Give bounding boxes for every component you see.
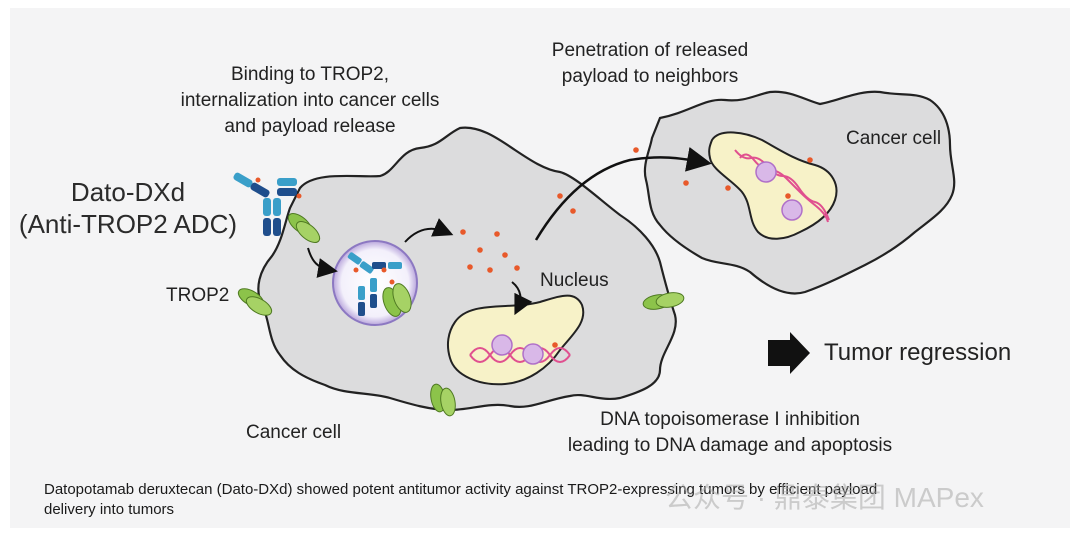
- topoisomerase-left: [491, 334, 544, 365]
- drug-name-label: Dato-DXd (Anti-TROP2 ADC): [8, 176, 248, 240]
- dna-strand-left: [469, 347, 571, 363]
- drug-name-line-2: (Anti-TROP2 ADC): [18, 209, 238, 239]
- bystander-arrow: [534, 147, 712, 241]
- dna-inhibition-line-1: DNA topoisomerase I inhibition: [600, 409, 860, 430]
- binding-line-1: Binding to TROP2,: [230, 64, 390, 85]
- trop2-receptor: [287, 213, 321, 243]
- tumor-regression-arrow: [768, 332, 810, 374]
- topoisomerase-right: [755, 161, 803, 221]
- trop2-receptor: [642, 292, 685, 310]
- penetration-line-1: Penetration of released: [551, 40, 749, 61]
- dna-inhibition-line-2: leading to DNA damage and apoptosis: [567, 435, 893, 456]
- internalized-adc: [347, 252, 412, 317]
- caption-line-2: delivery into tumors: [44, 501, 175, 518]
- binding-label: Binding to TROP2, internalization into c…: [120, 62, 500, 140]
- binding-line-2: internalization into cancer cells: [180, 90, 440, 111]
- payload-dots: [460, 147, 813, 348]
- penetration-line-2: payload to neighbors: [561, 66, 739, 87]
- nucleus-label: Nucleus: [540, 270, 609, 291]
- caption-line-1: Datopotamab deruxtecan (Dato-DXd) showed…: [44, 481, 878, 498]
- penetration-label: Penetration of released payload to neigh…: [500, 38, 800, 90]
- dna-strand-right: [734, 149, 830, 223]
- trop2-label: TROP2: [166, 285, 230, 306]
- watermark: 公众号 · 鼎泰集团 MAPex: [665, 482, 984, 513]
- cancer-cell-left-label: Cancer cell: [246, 422, 342, 443]
- nucleus-entry-arrow: [511, 281, 533, 316]
- cancer-cell-left: [257, 126, 677, 412]
- tumor-regression-label: Tumor regression: [824, 339, 1012, 366]
- drug-name-line-1: Dato-DXd: [70, 177, 186, 207]
- dna-inhibition-label: DNA topoisomerase I inhibition leading t…: [500, 407, 960, 459]
- nucleus-right: [708, 131, 838, 240]
- release-arrow: [404, 218, 454, 243]
- caption: Datopotamab deruxtecan (Dato-DXd) showed…: [44, 480, 1044, 520]
- trop2-receptor: [430, 383, 456, 417]
- internalization-arrow: [307, 247, 338, 278]
- trop2-receptor: [237, 288, 273, 316]
- dato-dxd-antibody: [233, 172, 302, 236]
- binding-line-3: and payload release: [224, 116, 396, 137]
- cancer-cell-right-label: Cancer cell: [846, 128, 942, 149]
